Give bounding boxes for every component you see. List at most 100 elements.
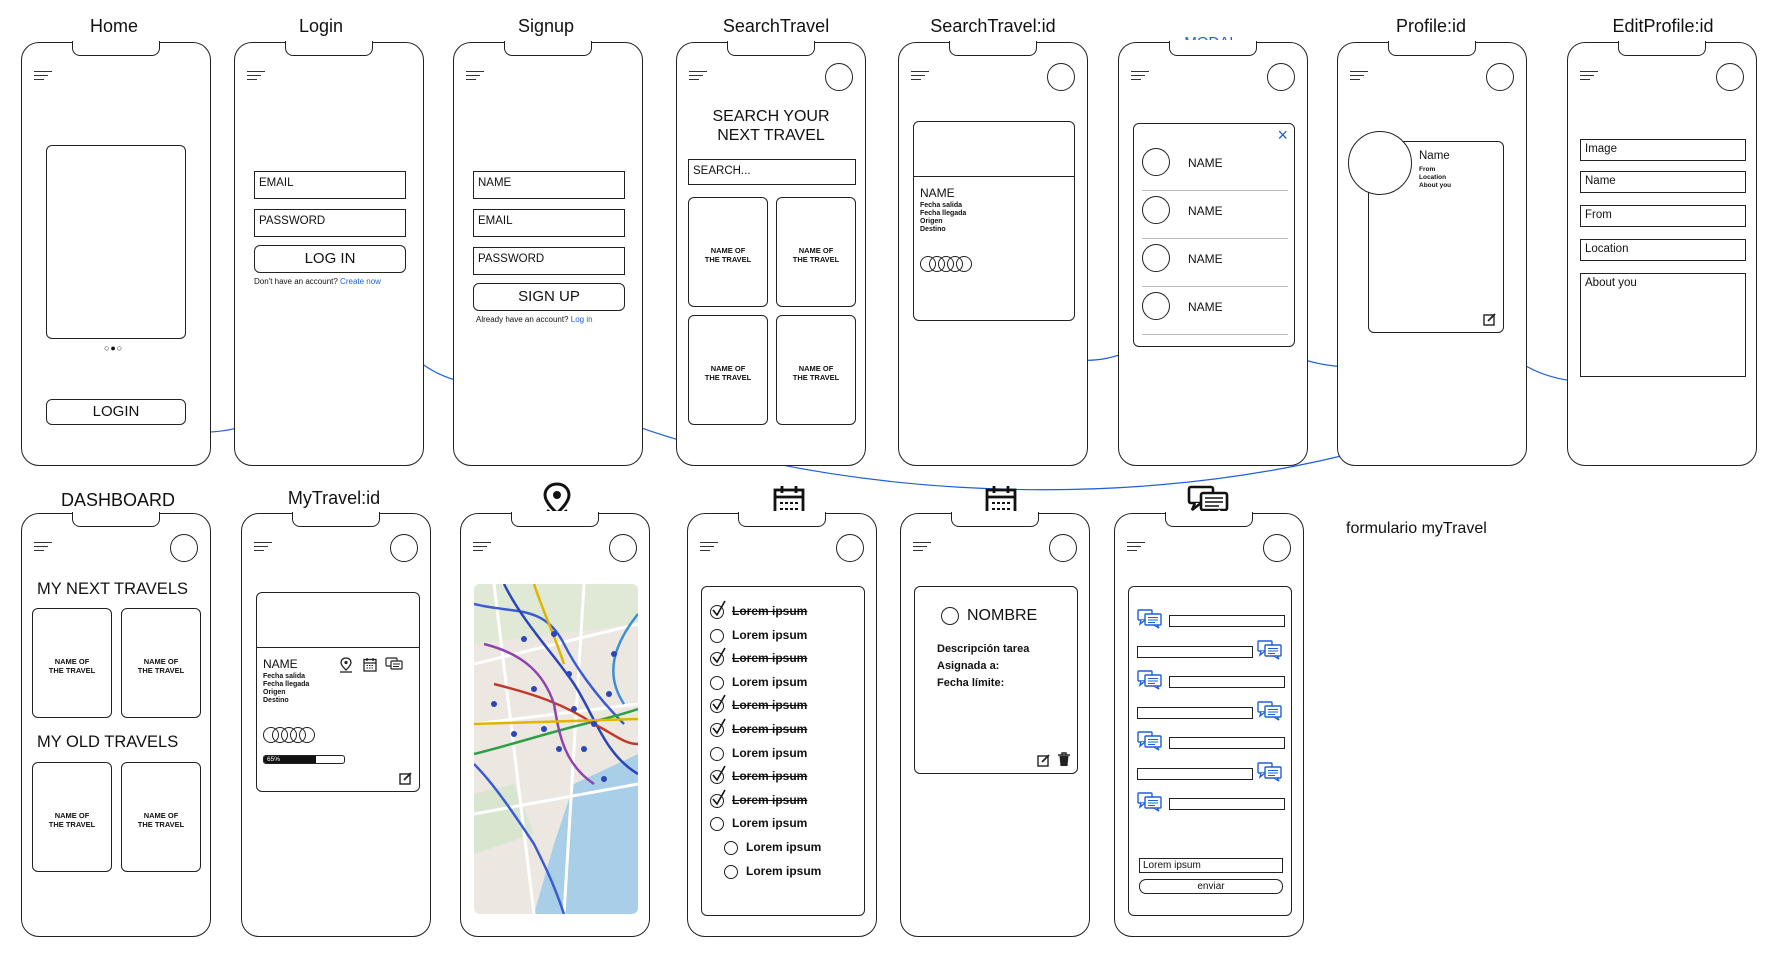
carousel-dots[interactable]: ○●○ <box>104 343 124 353</box>
avatar[interactable] <box>1267 63 1295 91</box>
avatar[interactable] <box>1486 63 1514 91</box>
task-item[interactable]: Lorem ipsum <box>710 789 850 810</box>
checkbox-icon[interactable] <box>710 628 724 643</box>
travel-details: Fecha salida Fecha llegada Origen Destin… <box>920 202 967 233</box>
checked-checkbox-icon[interactable] <box>710 647 726 667</box>
checked-checkbox-icon[interactable] <box>710 600 726 619</box>
menu-icon[interactable] <box>913 542 931 552</box>
checked-checkbox-icon[interactable] <box>710 718 726 737</box>
avatar[interactable] <box>1716 63 1744 91</box>
about-you-field[interactable]: About you <box>1580 273 1746 377</box>
menu-icon[interactable] <box>247 71 265 81</box>
avatar[interactable] <box>1263 534 1291 562</box>
checkbox-icon[interactable] <box>724 864 738 879</box>
menu-icon[interactable] <box>1350 71 1368 81</box>
menu-icon[interactable] <box>1580 71 1598 81</box>
menu-icon[interactable] <box>1131 71 1149 81</box>
chat-bubble-icon <box>1137 609 1163 634</box>
send-button[interactable]: enviar <box>1139 879 1283 894</box>
email-field[interactable]: EMAIL <box>254 171 406 199</box>
checkbox-icon[interactable] <box>724 841 738 855</box>
participant-avatars[interactable] <box>920 256 980 272</box>
log-in-link[interactable]: Log in <box>570 315 593 324</box>
map-pin-icon[interactable] <box>339 657 353 673</box>
task-item[interactable]: Lorem ipsum <box>710 674 850 692</box>
menu-icon[interactable] <box>689 71 707 81</box>
modal-list-item[interactable]: NAME <box>1142 286 1288 335</box>
profile-details: From Location About you <box>1419 166 1452 189</box>
avatar[interactable] <box>836 534 864 562</box>
message-input[interactable]: Lorem ipsum <box>1139 858 1283 873</box>
phone-search: SEARCH YOUR NEXT TRAVEL SEARCH... NAME O… <box>676 40 866 466</box>
log-in-button[interactable]: LOG IN <box>254 245 406 273</box>
participant-avatars[interactable] <box>263 727 323 743</box>
task-item[interactable]: Lorem ipsum <box>710 718 850 739</box>
chat-message <box>1169 676 1285 688</box>
task-item[interactable]: Lorem ipsum <box>710 600 850 621</box>
modal-list-item[interactable]: NAME <box>1142 190 1288 239</box>
checkbox-icon[interactable] <box>710 675 724 690</box>
checked-checkbox-icon[interactable] <box>710 765 726 785</box>
calendar-icon[interactable] <box>363 657 377 672</box>
edit-icon[interactable] <box>1037 753 1051 767</box>
task-item[interactable]: Lorem ipsum <box>724 839 864 857</box>
checked-checkbox-icon[interactable] <box>710 789 726 808</box>
location-field[interactable]: Location <box>1580 239 1746 261</box>
sign-up-button[interactable]: SIGN UP <box>473 283 625 311</box>
menu-icon[interactable] <box>254 542 272 552</box>
name-field[interactable]: NAME <box>473 171 625 199</box>
create-now-link[interactable]: Create now <box>340 277 381 286</box>
menu-icon[interactable] <box>473 542 491 552</box>
menu-icon[interactable] <box>34 542 52 552</box>
task-item[interactable]: Lorem ipsum <box>710 815 850 833</box>
login-button[interactable]: LOGIN <box>46 399 186 425</box>
chat-icon[interactable] <box>385 657 403 672</box>
password-field[interactable]: PASSWORD <box>254 209 406 237</box>
search-input[interactable]: SEARCH... <box>688 159 856 185</box>
checkbox-icon[interactable] <box>710 746 724 761</box>
avatar[interactable] <box>825 63 853 91</box>
password-field[interactable]: PASSWORD <box>473 247 625 275</box>
task-item[interactable]: Lorem ipsum <box>710 694 850 715</box>
menu-icon[interactable] <box>700 542 718 552</box>
menu-icon[interactable] <box>466 71 484 81</box>
task-checkbox[interactable] <box>941 607 959 625</box>
task-item[interactable]: Lorem ipsum <box>710 627 850 645</box>
task-item[interactable]: Lorem ipsum <box>710 765 850 786</box>
checked-checkbox-icon[interactable] <box>710 694 726 714</box>
email-field[interactable]: EMAIL <box>473 209 625 237</box>
avatar[interactable] <box>1049 534 1077 562</box>
edit-icon[interactable] <box>1483 312 1497 326</box>
modal-item-name: NAME <box>1188 300 1223 314</box>
menu-icon[interactable] <box>911 71 929 81</box>
checkbox-icon[interactable] <box>710 817 724 832</box>
phone-search-id: NAME Fecha salida Fecha llegada Origen D… <box>898 40 1088 466</box>
edit-icon[interactable] <box>399 771 413 785</box>
name-field[interactable]: Name <box>1580 171 1746 193</box>
modal-list-item[interactable]: NAME <box>1142 238 1288 287</box>
task-item[interactable]: Lorem ipsum <box>710 647 850 668</box>
image-field[interactable]: Image <box>1580 139 1746 161</box>
trash-icon[interactable] <box>1057 752 1071 767</box>
metro-map[interactable] <box>474 584 638 914</box>
task-item-text: Lorem ipsum <box>732 698 808 713</box>
task-item[interactable]: Lorem ipsum <box>724 863 864 881</box>
avatar[interactable] <box>390 534 418 562</box>
avatar[interactable] <box>609 534 637 562</box>
modal-list-item[interactable]: NAME <box>1142 142 1288 191</box>
avatar[interactable] <box>170 534 198 562</box>
avatar[interactable] <box>1047 63 1075 91</box>
menu-icon[interactable] <box>1127 542 1145 552</box>
close-icon[interactable]: × <box>1277 125 1288 145</box>
from-field[interactable]: From <box>1580 205 1746 227</box>
task-item[interactable]: Lorem ipsum <box>710 745 850 763</box>
menu-icon[interactable] <box>34 71 52 81</box>
